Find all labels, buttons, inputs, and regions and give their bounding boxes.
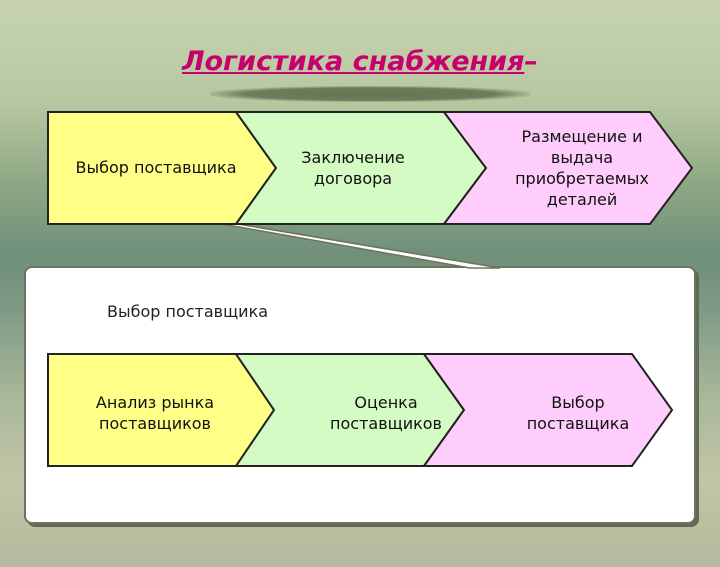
panel-step-3-label: Выбор поставщика — [526, 393, 630, 433]
top-step-2-label: Заключение договора — [301, 148, 405, 188]
panel-heading: Выбор поставщика — [107, 302, 269, 321]
top-step-3-label: Размещение и выдача приобретаемых детале… — [515, 127, 649, 209]
background-treeline — [210, 86, 530, 102]
panel-step-1-label: Анализ рынка поставщиков — [95, 393, 215, 433]
top-step-1-label: Выбор поставщика — [75, 158, 237, 177]
title-dash: – — [524, 46, 538, 77]
slide-title: Логистика снабжения– — [0, 46, 720, 77]
panel-step-3-shape — [422, 353, 674, 467]
top-step-3-shape — [442, 111, 694, 225]
panel-step-2-label: Оценка поставщиков — [330, 393, 442, 433]
title-text: Логистика снабжения — [182, 46, 525, 77]
callout-connector — [221, 223, 501, 269]
